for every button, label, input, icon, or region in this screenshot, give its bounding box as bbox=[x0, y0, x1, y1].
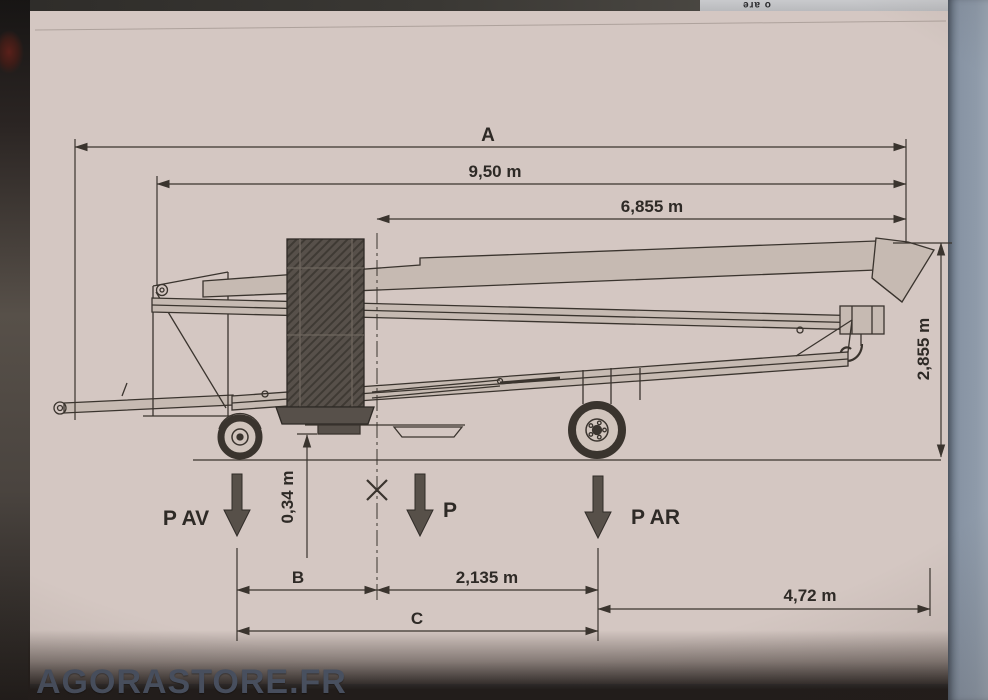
dimension-950 bbox=[156, 176, 907, 286]
dim-label-c: C bbox=[411, 609, 423, 628]
dim-label-034: 0,34 m bbox=[278, 471, 297, 524]
dim-label-950: 9,50 m bbox=[469, 162, 522, 181]
dimensions bbox=[74, 139, 952, 641]
red-mark bbox=[0, 30, 24, 74]
left-edge-shadow bbox=[0, 0, 30, 700]
center-line bbox=[366, 233, 388, 600]
load-arrow-rear-icon bbox=[584, 475, 612, 540]
drawbar bbox=[53, 382, 234, 415]
watermark: AGORASTORE.FR bbox=[36, 663, 347, 700]
crane-side-view bbox=[53, 237, 941, 461]
load-label-center: P bbox=[443, 499, 457, 522]
page-fold-line bbox=[34, 20, 947, 31]
paper-sheet bbox=[28, 10, 948, 684]
dim-label-b: B bbox=[292, 568, 304, 587]
dim-label-2855: 2,855 m bbox=[914, 318, 933, 380]
dimension-034 bbox=[297, 433, 317, 558]
dimension-2855 bbox=[893, 242, 952, 458]
dim-label-a: A bbox=[481, 125, 495, 146]
load-arrow-center-icon bbox=[406, 473, 434, 538]
dim-label-2135: 2,135 m bbox=[456, 568, 518, 587]
front-wheel bbox=[217, 412, 263, 460]
dim-label-6855: 6,855 m bbox=[621, 197, 683, 216]
rear-wheel bbox=[568, 368, 626, 459]
right-edge-strip bbox=[948, 0, 988, 700]
dimension-a bbox=[74, 139, 907, 420]
load-label-front: P AV bbox=[163, 507, 209, 530]
outrigger-pads bbox=[305, 424, 465, 438]
boom-head bbox=[871, 237, 935, 303]
top-edge-light bbox=[700, 0, 950, 11]
axle-load-arrows bbox=[223, 473, 612, 540]
dim-label-472: 4,72 m bbox=[784, 586, 837, 605]
top-edge-shadow bbox=[0, 0, 720, 11]
bottom-shadow bbox=[28, 630, 948, 700]
cg-mark-icon bbox=[366, 479, 388, 501]
load-label-rear: P AR bbox=[631, 506, 680, 529]
load-arrow-front-icon bbox=[223, 473, 251, 538]
middle-boom bbox=[151, 297, 869, 331]
mast-block bbox=[275, 238, 375, 425]
